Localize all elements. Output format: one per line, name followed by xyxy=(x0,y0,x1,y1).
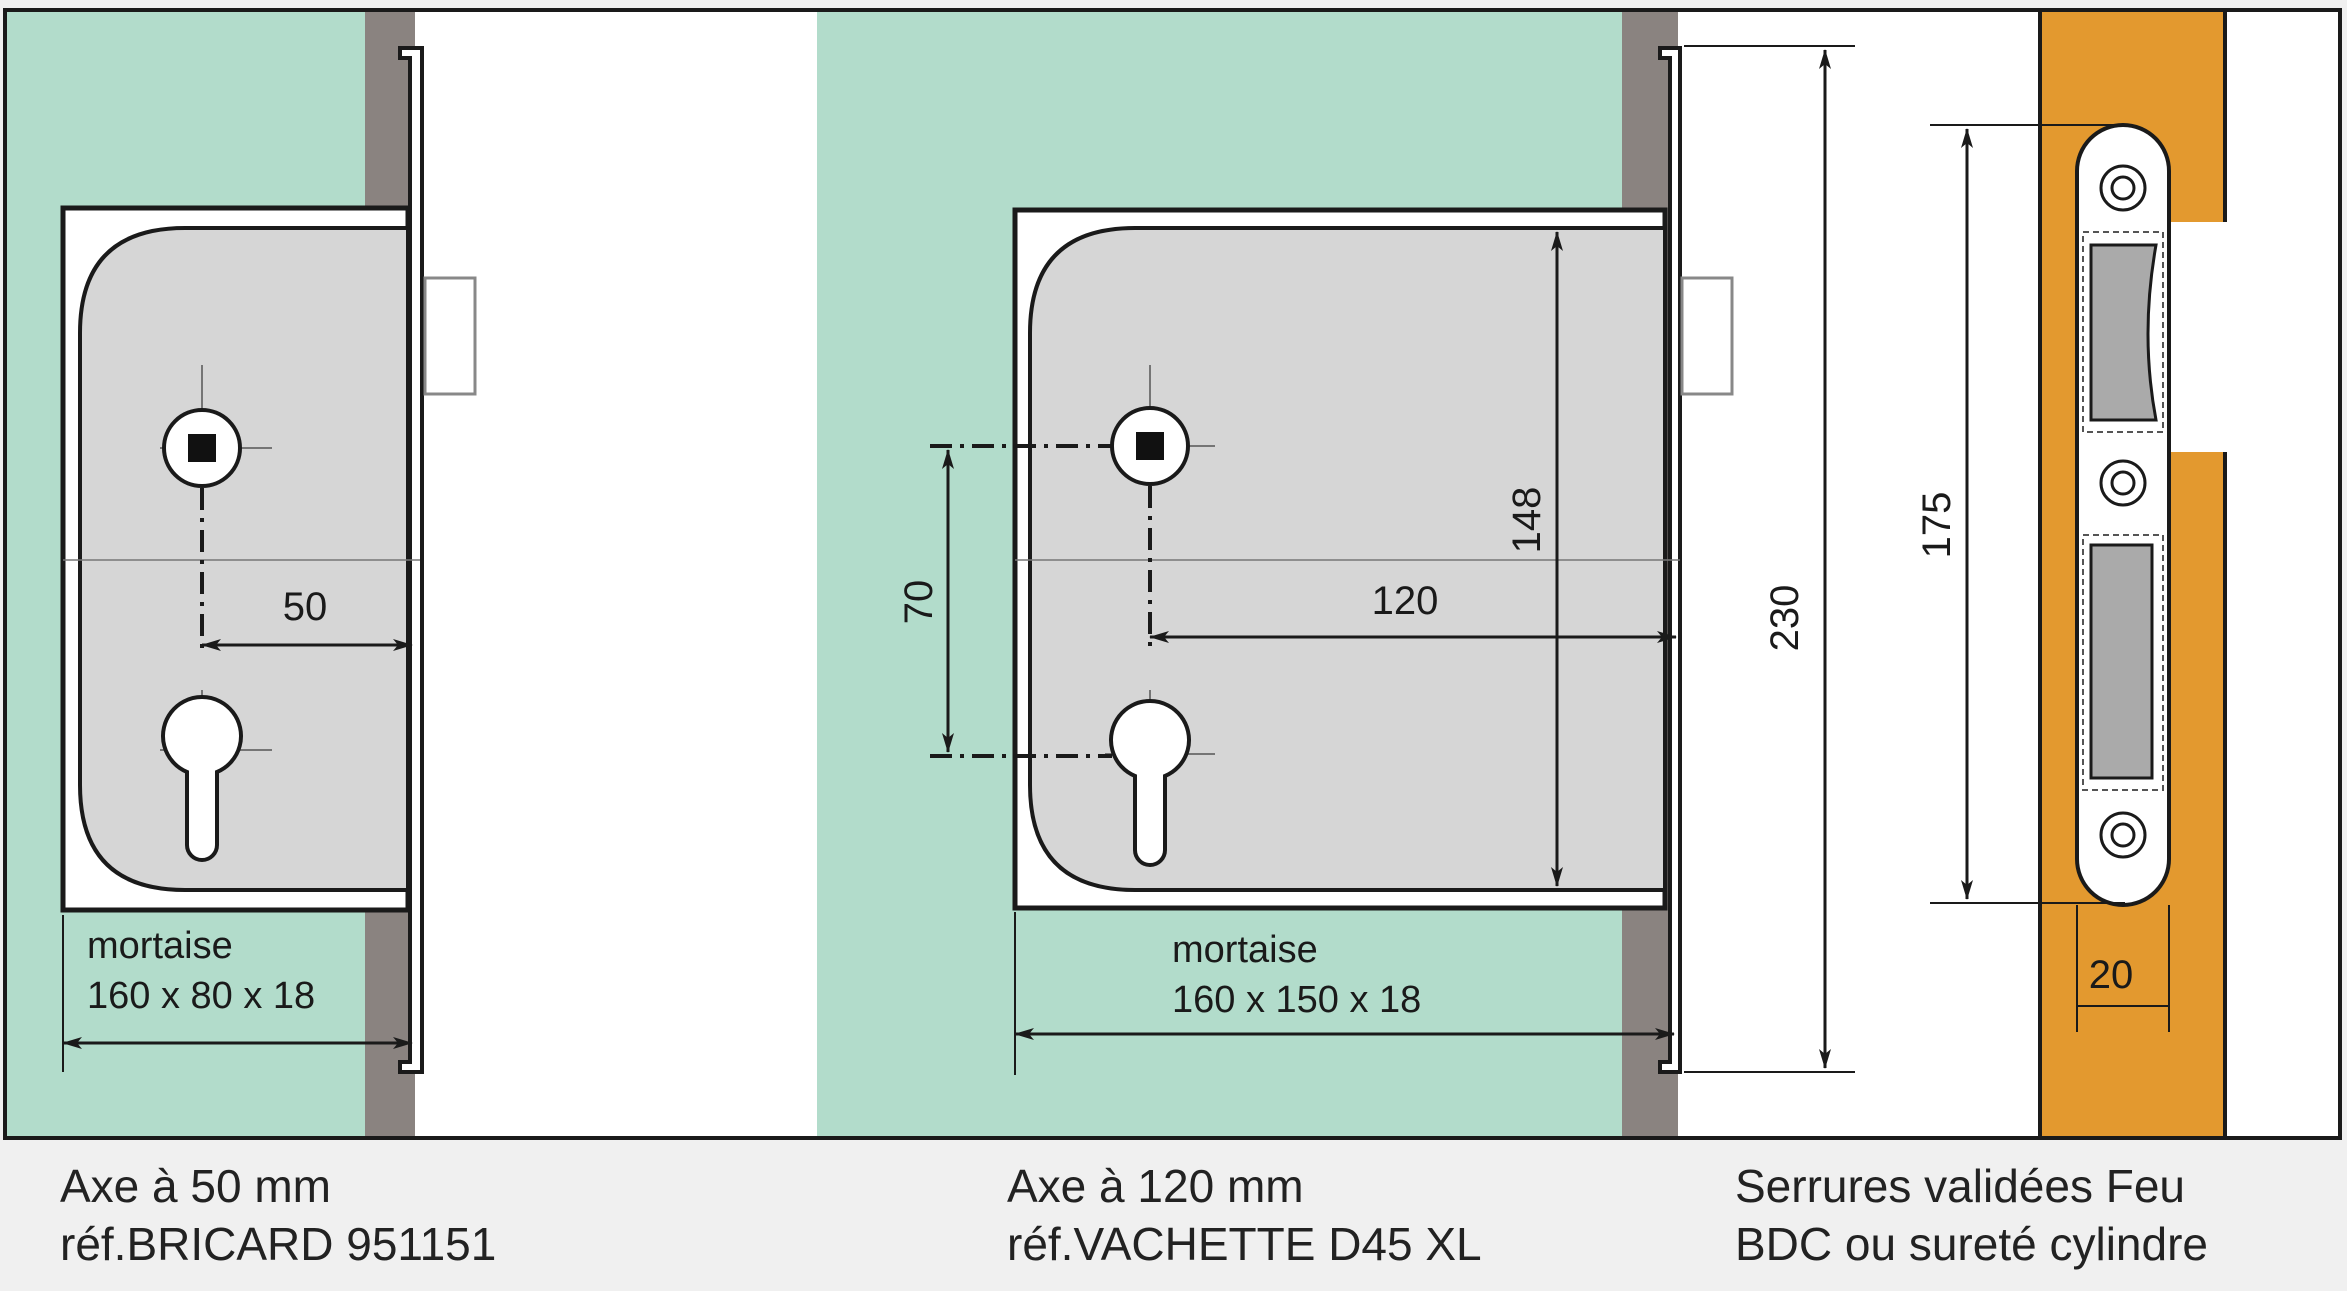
left-latch-bolt xyxy=(423,276,477,396)
strike-caption-line1: Serrures validées Feu xyxy=(1735,1160,2185,1212)
screw-hole-icon xyxy=(2099,164,2147,212)
strike-latch-pocket xyxy=(2089,243,2158,422)
strike-caption-line2: BDC ou sureté cylindre xyxy=(1735,1218,2208,1270)
screw-hole-icon xyxy=(2099,459,2147,507)
left-square-spindle-icon xyxy=(160,365,272,500)
middle-caption-axis: Axe à 120 mm xyxy=(1007,1160,1304,1212)
strike-width-dimension-label: 20 xyxy=(2089,953,2134,997)
strike-plate xyxy=(2075,123,2171,907)
left-mortise-title: mortaise xyxy=(87,925,233,967)
middle-axis-dimension-label: 120 xyxy=(1372,579,1439,623)
left-lock-panel: 50 mortaise 160 x 80 x 18 xyxy=(5,10,817,1138)
middle-caption: Axe à 120 mm réf.VACHETTE D45 XL xyxy=(1007,1157,1482,1273)
strike-caption: Serrures validées Feu BDC ou sureté cyli… xyxy=(1735,1157,2208,1273)
left-caption-axis: Axe à 50 mm xyxy=(60,1160,331,1212)
left-euro-cylinder-keyhole-icon xyxy=(160,690,272,862)
middle-handle-cylinder-dimension-label: 70 xyxy=(897,580,941,625)
strike-plate-panel: 175 20 xyxy=(1915,8,2340,1140)
left-caption-reference: réf.BRICARD 951151 xyxy=(60,1218,497,1270)
middle-lock-panel: 70 120 148 230 mortaise 160 x 150 x 18 xyxy=(817,10,2040,1138)
middle-caption-reference: réf.VACHETTE D45 XL xyxy=(1007,1218,1482,1270)
middle-body-height-dimension-label: 148 xyxy=(1505,487,1549,554)
screw-hole-icon xyxy=(2099,811,2147,859)
middle-lock-body xyxy=(1028,226,1667,892)
middle-faceplate-height-dimension-label: 230 xyxy=(1763,585,1807,652)
strike-bolt-pocket xyxy=(2089,543,2154,780)
middle-white-gap xyxy=(1678,10,2040,1138)
strike-length-dimension-label: 175 xyxy=(1915,492,1959,559)
middle-mortise-size: 160 x 150 x 18 xyxy=(1172,979,1421,1021)
middle-latch-bolt xyxy=(1680,276,1734,396)
left-caption: Axe à 50 mm réf.BRICARD 951151 xyxy=(60,1157,496,1273)
left-white-gap xyxy=(415,10,817,1138)
left-axis-dimension-label: 50 xyxy=(283,585,328,629)
middle-mortise-title: mortaise xyxy=(1172,929,1318,971)
left-lock-body xyxy=(78,226,410,892)
left-mortise-size: 160 x 80 x 18 xyxy=(87,975,315,1017)
diagram-border xyxy=(3,8,2342,1140)
middle-euro-cylinder-keyhole-icon xyxy=(1105,690,1215,867)
